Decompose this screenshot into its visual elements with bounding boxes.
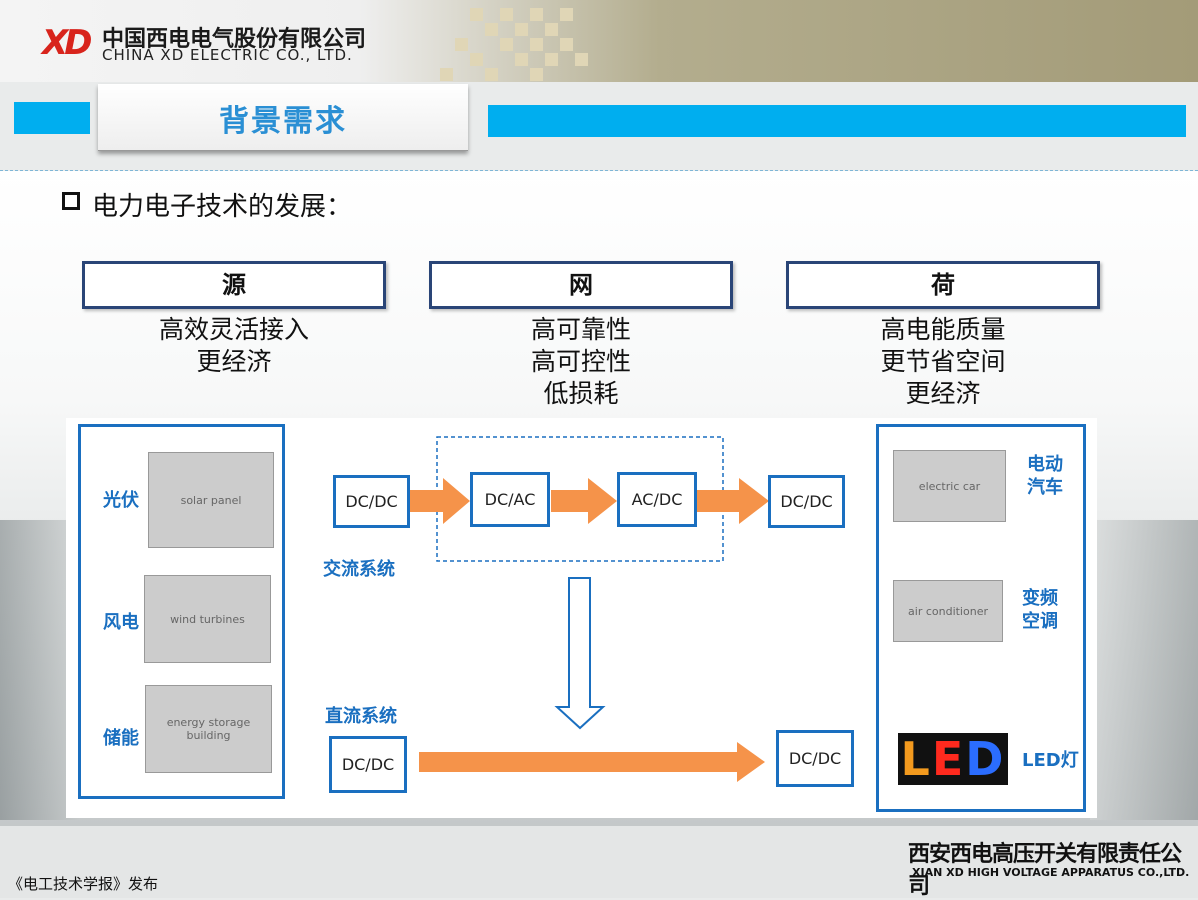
desc-line: 高电能质量 <box>880 315 1006 344</box>
category-load: 荷 <box>786 261 1100 309</box>
decorative-tile <box>530 38 543 51</box>
decorative-tile <box>500 38 513 51</box>
title-accent-left <box>14 102 90 134</box>
converter-ac-in: DC/DC <box>333 475 410 528</box>
solar-panel-image: solar panel <box>148 452 274 548</box>
desc-line: 低损耗 <box>543 379 619 408</box>
title-accent-right <box>488 105 1186 137</box>
arrow-right <box>408 478 470 524</box>
decorative-tile <box>545 23 558 36</box>
header-bar <box>0 0 1198 82</box>
desc-line: 高可控性 <box>530 347 631 376</box>
category-grid: 网 <box>429 261 733 309</box>
bullet-checkbox-icon <box>62 192 80 210</box>
desc-line: 更经济 <box>196 347 272 376</box>
footer-company-en: XIAN XD HIGH VOLTAGE APPARATUS CO.,LTD. <box>912 866 1190 879</box>
led-sign-image: LED <box>898 733 1008 785</box>
category-grid-desc: 高可靠性 高可控性 低损耗 <box>429 314 733 410</box>
publisher-note: 《电工技术学报》发布 <box>8 875 159 893</box>
load-label-line: 电动 <box>1027 454 1063 475</box>
electric-car-image: electric car <box>893 450 1006 522</box>
decorative-tile <box>560 8 573 21</box>
desc-line: 高效灵活接入 <box>158 315 309 344</box>
source-label-solar: 光伏 <box>103 490 139 511</box>
arrow-right <box>419 742 765 782</box>
load-label-led: LED灯 <box>1022 750 1079 771</box>
led-letter: L <box>900 732 932 786</box>
load-label-line: 变频 <box>1022 588 1058 609</box>
decorative-tile <box>470 8 483 21</box>
arrow-right <box>697 478 769 524</box>
divider-line <box>0 170 1198 171</box>
company-name-en: CHINA XD ELECTRIC CO., LTD. <box>102 46 353 64</box>
load-label-line: 空调 <box>1022 611 1058 632</box>
load-label-line: 汽车 <box>1027 477 1063 498</box>
converter-ac-out: DC/DC <box>768 475 845 528</box>
category-source-desc: 高效灵活接入 更经济 <box>82 314 386 378</box>
section-heading: 电力电子技术的发展： <box>92 192 353 222</box>
ac-system-label: 交流系统 <box>323 559 395 580</box>
load-label-ac: 变频 空调 <box>1022 587 1058 633</box>
arrow-down-hollow <box>554 577 606 730</box>
title-box <box>98 84 468 151</box>
decorative-tile <box>500 8 513 21</box>
desc-line: 更节省空间 <box>880 347 1006 376</box>
dc-system-label: 直流系统 <box>325 706 397 727</box>
led-sign-text: LED <box>898 733 1008 785</box>
company-name-cn: 中国西电电气股份有限公司 <box>102 27 367 52</box>
background-right-structure <box>1090 520 1198 820</box>
desc-line: 高可靠性 <box>530 315 631 344</box>
company-logo: XD <box>42 23 92 63</box>
led-letter: D <box>965 732 1006 786</box>
slide-title: 背景需求 <box>219 104 347 139</box>
led-letter: E <box>931 732 966 786</box>
source-label-wind: 风电 <box>103 612 139 633</box>
decorative-tile <box>560 38 573 51</box>
converter-dc-in: DC/DC <box>329 736 407 793</box>
decorative-tile <box>575 53 588 66</box>
decorative-tile <box>515 53 528 66</box>
converter-dc-out: DC/DC <box>776 730 854 787</box>
decorative-tile <box>485 23 498 36</box>
decorative-tile <box>515 23 528 36</box>
decorative-tile <box>530 68 543 81</box>
wind-turbine-image: wind turbines <box>144 575 271 663</box>
load-label-ev: 电动 汽车 <box>1027 453 1063 499</box>
desc-line: 更经济 <box>905 379 981 408</box>
decorative-tile <box>530 8 543 21</box>
air-conditioner-image: air conditioner <box>893 580 1003 642</box>
decorative-tile <box>485 68 498 81</box>
footer-strip <box>0 826 1198 898</box>
converter-ac-dc: AC/DC <box>617 472 697 527</box>
footer-company-cn: 西安西电高压开关有限责任公司 <box>908 842 1182 899</box>
decorative-tile <box>455 38 468 51</box>
category-source: 源 <box>82 261 386 309</box>
flow-arrows <box>408 436 769 730</box>
converter-dc-ac: DC/AC <box>470 472 550 527</box>
dc-arrow-svg <box>419 742 765 782</box>
decorative-tile <box>545 53 558 66</box>
arrow-right <box>551 478 617 524</box>
source-label-storage: 储能 <box>103 728 139 749</box>
category-load-desc: 高电能质量 更节省空间 更经济 <box>786 314 1100 410</box>
decorative-tile <box>440 68 453 81</box>
decorative-tile <box>470 53 483 66</box>
energy-storage-building-image: energy storage building <box>145 685 272 773</box>
